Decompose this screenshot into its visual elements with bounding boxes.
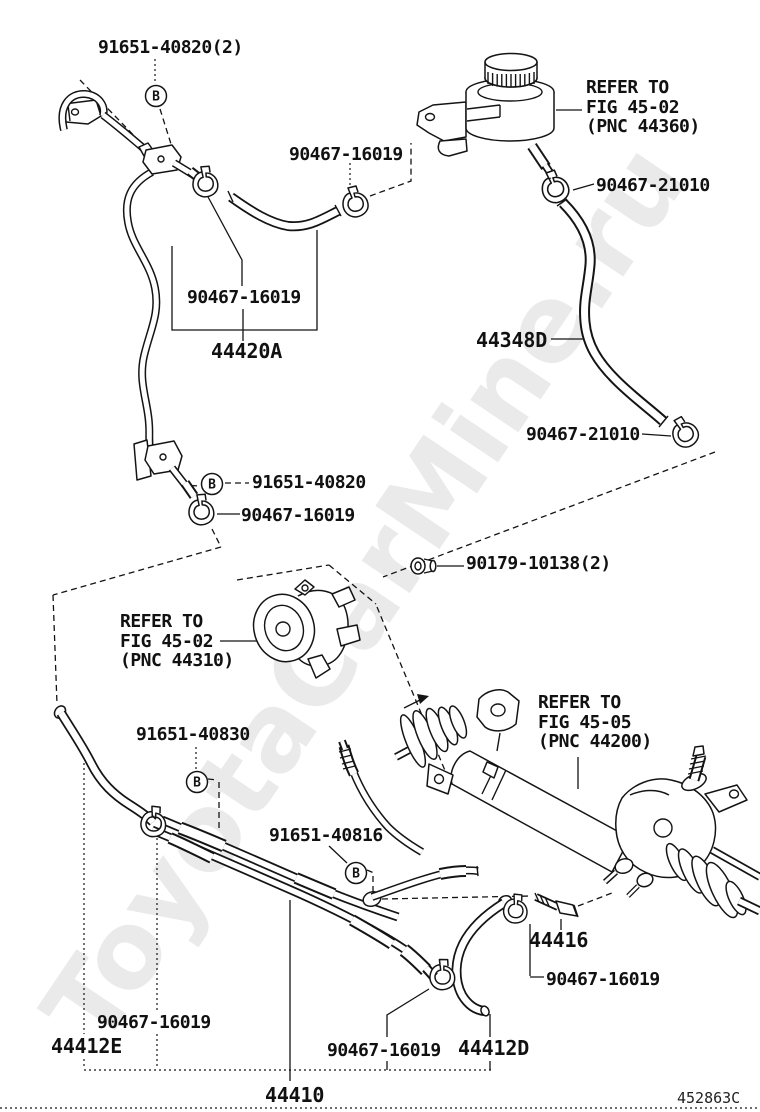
tube-assy-44420a <box>58 90 342 499</box>
union-bolt-90179 <box>410 557 437 575</box>
part-label-44348d: 44348D <box>476 328 548 352</box>
part-label-91651-40830: 91651-40830 <box>136 724 250 745</box>
steering-gear <box>394 689 760 919</box>
refer-note-steering-gear: REFER TO FIG 45-05 (PNC 44200) <box>538 693 652 752</box>
diagram-code: 452863C <box>677 1089 741 1107</box>
clamp-label-90467-21010-a: 90467-21010 <box>596 175 710 196</box>
clamp-label-90467-16019-c: 90467-16019 <box>241 505 355 526</box>
dotted-lines <box>0 59 760 1109</box>
refer-note-line: FIG 45-02 <box>586 96 680 118</box>
callout-b-letter: B <box>208 478 216 493</box>
refer-note-pump: REFER TO FIG 45-02 (PNC 44310) <box>120 612 234 671</box>
clamp-label-90467-16019-b: 90467-16019 <box>187 287 301 308</box>
callout-b-letter: B <box>193 776 201 791</box>
arrow-icon <box>417 694 429 704</box>
reservoir <box>416 52 557 180</box>
leader-lines <box>171 109 672 1081</box>
part-label-44420a: 44420A <box>211 339 283 363</box>
clamp-label-90467-16019-a: 90467-16019 <box>289 144 403 165</box>
part-label-44416: 44416 <box>529 928 589 952</box>
callout-b-letter: B <box>152 90 160 105</box>
clamp-label-90467-16019-e: 90467-16019 <box>97 1012 211 1033</box>
pressure-tube-bundle-44410 <box>53 705 479 981</box>
part-label-91651-40820-qty2: 91651-40820(2) <box>98 37 243 58</box>
clamp-label-90467-21010-b: 90467-21010 <box>526 424 640 445</box>
part-label-44412d: 44412D <box>458 1036 530 1060</box>
union-bolt-44416 <box>534 892 579 918</box>
refer-note-line: FIG 45-05 <box>538 711 632 733</box>
refer-note-line: REFER TO <box>586 77 669 98</box>
part-label-44412e: 44412E <box>51 1034 123 1058</box>
vane-pump <box>252 579 361 679</box>
refer-note-line: (PNC 44360) <box>586 116 700 137</box>
callout-b-letter: B <box>352 867 360 882</box>
refer-note-line: (PNC 44310) <box>120 650 234 671</box>
part-label-91651-40816: 91651-40816 <box>269 825 383 846</box>
part-label-91651-40820: 91651-40820 <box>252 472 366 493</box>
clamp-label-90467-16019-f: 90467-16019 <box>327 1040 441 1061</box>
callout-b-circles: B B B B <box>144 84 368 885</box>
refer-note-line: (PNC 44200) <box>538 731 652 752</box>
hose-44348d <box>556 198 669 428</box>
part-label-90179-10138-qty2: 90179-10138(2) <box>466 553 611 574</box>
clamp-label-90467-16019-d: 90467-16019 <box>546 969 660 990</box>
hose-44412d <box>451 894 513 1017</box>
refer-note-line: FIG 45-02 <box>120 630 214 652</box>
part-label-44410: 44410 <box>265 1083 325 1107</box>
refer-note-reservoir: REFER TO FIG 45-02 (PNC 44360) <box>586 78 700 137</box>
refer-note-line: REFER TO <box>120 611 203 632</box>
refer-note-line: REFER TO <box>538 692 621 713</box>
